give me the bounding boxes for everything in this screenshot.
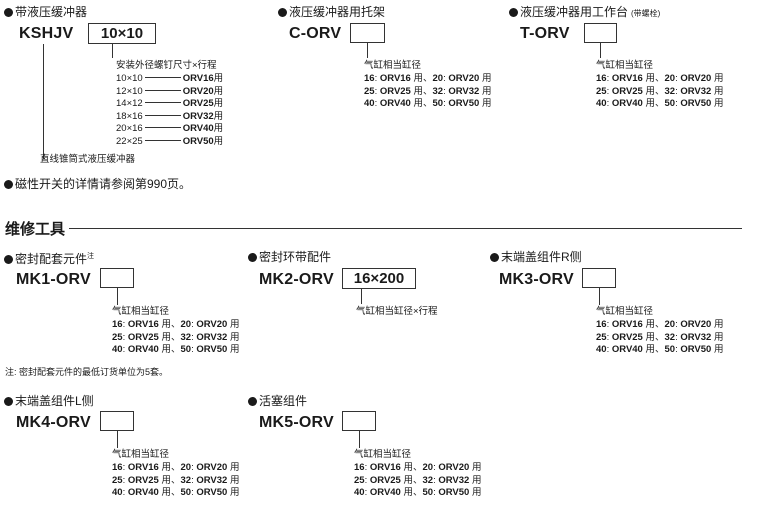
bullet-dot-icon (278, 8, 287, 17)
mk2-size-box: 16×200 (342, 268, 416, 289)
table-row: 40: ORV40 用、50: ORV50 用 (364, 98, 492, 109)
mk4-label: 气缸相当缸径 (112, 449, 170, 460)
table-row: 16: ORV16 用、20: ORV20 用 (354, 462, 482, 473)
table-row: 25: ORV25 用、32: ORV32 用 (596, 331, 724, 343)
mk3-box (582, 268, 616, 288)
c-orv-bore-table: 16: ORV16 用、20: ORV20 用 25: ORV25 用、32: … (364, 73, 491, 111)
table-row: 40: ORV40 用、50: ORV50 用 (112, 487, 240, 498)
kshjv-bottom-label: 直线锥筒式液压缓冲器 (40, 154, 136, 165)
table-row: 16: ORV16 用、20: ORV20 用 (596, 319, 724, 330)
table-row: 16: ORV16 用、20: ORV20 用 (364, 73, 492, 84)
mk4-leader-line (117, 431, 118, 448)
section-divider (60, 228, 742, 229)
mk1-leader-line (117, 288, 118, 305)
order-note: 注: 密封配套元件的最低订货单位为5套。 (5, 367, 169, 377)
table-row: 16: ORV16 用、20: ORV20 用 (596, 73, 724, 84)
magnet-note: 磁性开关的详情请参阅第990页。 (4, 177, 191, 191)
kshjv-model: KSHJV (19, 25, 74, 42)
mk5-model: MK5-ORV (259, 414, 334, 431)
kshjv-leader-line (43, 44, 44, 158)
t-orv-bore-table: 16: ORV16 用、20: ORV20 用 25: ORV25 用、32: … (596, 73, 723, 111)
mk5-box (342, 411, 376, 431)
kshjv-size-box: 10×10 (88, 23, 156, 44)
bullet-dot-icon (509, 8, 518, 17)
mk4-bore-table: 16: ORV16 用、20: ORV20 用 25: ORV25 用、32: … (112, 462, 239, 500)
mk1-model: MK1-ORV (16, 271, 91, 288)
mk3-label: 气缸相当缸径 (596, 306, 654, 317)
c-orv-label: 气缸相当缸径 (364, 60, 422, 71)
section-heading-maintenance: 维修工具 (5, 218, 70, 239)
c-orv-leader-line (367, 43, 368, 58)
t-orv-leader-line (600, 43, 601, 58)
mk1-bore-table: 16: ORV16 用、20: ORV20 用 25: ORV25 用、32: … (112, 319, 239, 357)
mk1-box (100, 268, 134, 288)
table-row: 25: ORV25 用、32: ORV32 用 (354, 474, 482, 486)
table-row: 40: ORV40 用、50: ORV50 用 (112, 344, 240, 355)
table-row: 40: ORV40 用、50: ORV50 用 (596, 98, 724, 109)
mk1-title: 密封配套元件注 (4, 250, 94, 266)
bullet-dot-icon (4, 8, 13, 17)
table-row: 25: ORV25 用、32: ORV32 用 (112, 331, 240, 343)
table-row: 16: ORV16 用、20: ORV20 用 (112, 319, 240, 330)
mk5-leader-line (359, 431, 360, 448)
c-orv-box (350, 23, 385, 43)
mk3-model: MK3-ORV (499, 271, 574, 288)
table-row: 16: ORV16 用、20: ORV20 用 (112, 462, 240, 473)
mk1-label: 气缸相当缸径 (112, 306, 170, 317)
t-orv-model: T-ORV (520, 25, 570, 42)
table-row: 25: ORV25 用、32: ORV32 用 (364, 85, 492, 97)
t-orv-title: 液压缓冲器用工作台(带螺栓) (509, 5, 660, 21)
bullet-dot-icon (248, 253, 257, 262)
mk2-model: MK2-ORV (259, 271, 334, 288)
mk4-model: MK4-ORV (16, 414, 91, 431)
bullet-dot-icon (490, 253, 499, 262)
table-row: 40: ORV40 用、50: ORV50 用 (596, 344, 724, 355)
mk4-box (100, 411, 134, 431)
table-row: 25: ORV25 用、32: ORV32 用 (596, 85, 724, 97)
kshjv-spec-header: 安装外径螺钉尺寸×行程 (116, 60, 217, 71)
mk2-label: 气缸相当缸径×行程 (356, 306, 438, 317)
mk3-title: 末端盖组件R侧 (490, 250, 582, 264)
kshjv-title: 带液压缓冲器 (4, 5, 87, 19)
mk5-bore-table: 16: ORV16 用、20: ORV20 用 25: ORV25 用、32: … (354, 462, 481, 500)
mk5-label: 气缸相当缸径 (354, 449, 412, 460)
t-orv-label: 气缸相当缸径 (596, 60, 654, 71)
mk3-leader-line (599, 288, 600, 305)
bullet-dot-icon (248, 397, 257, 406)
t-orv-box (584, 23, 617, 43)
c-orv-title: 液压缓冲器用托架 (278, 5, 385, 19)
bullet-dot-icon (4, 180, 13, 189)
table-row: 40: ORV40 用、50: ORV50 用 (354, 487, 482, 498)
mk5-title: 活塞组件 (248, 394, 307, 408)
table-row: 25: ORV25 用、32: ORV32 用 (112, 474, 240, 486)
kshjv-box-leader-line (112, 44, 113, 58)
mk2-leader-line (361, 289, 362, 304)
bullet-dot-icon (4, 397, 13, 406)
mk4-title: 末端盖组件L侧 (4, 394, 94, 408)
bullet-dot-icon (4, 255, 13, 264)
c-orv-model: C-ORV (289, 25, 342, 42)
mk2-title: 密封环带配件 (248, 250, 331, 264)
mk3-bore-table: 16: ORV16 用、20: ORV20 用 25: ORV25 用、32: … (596, 319, 723, 357)
